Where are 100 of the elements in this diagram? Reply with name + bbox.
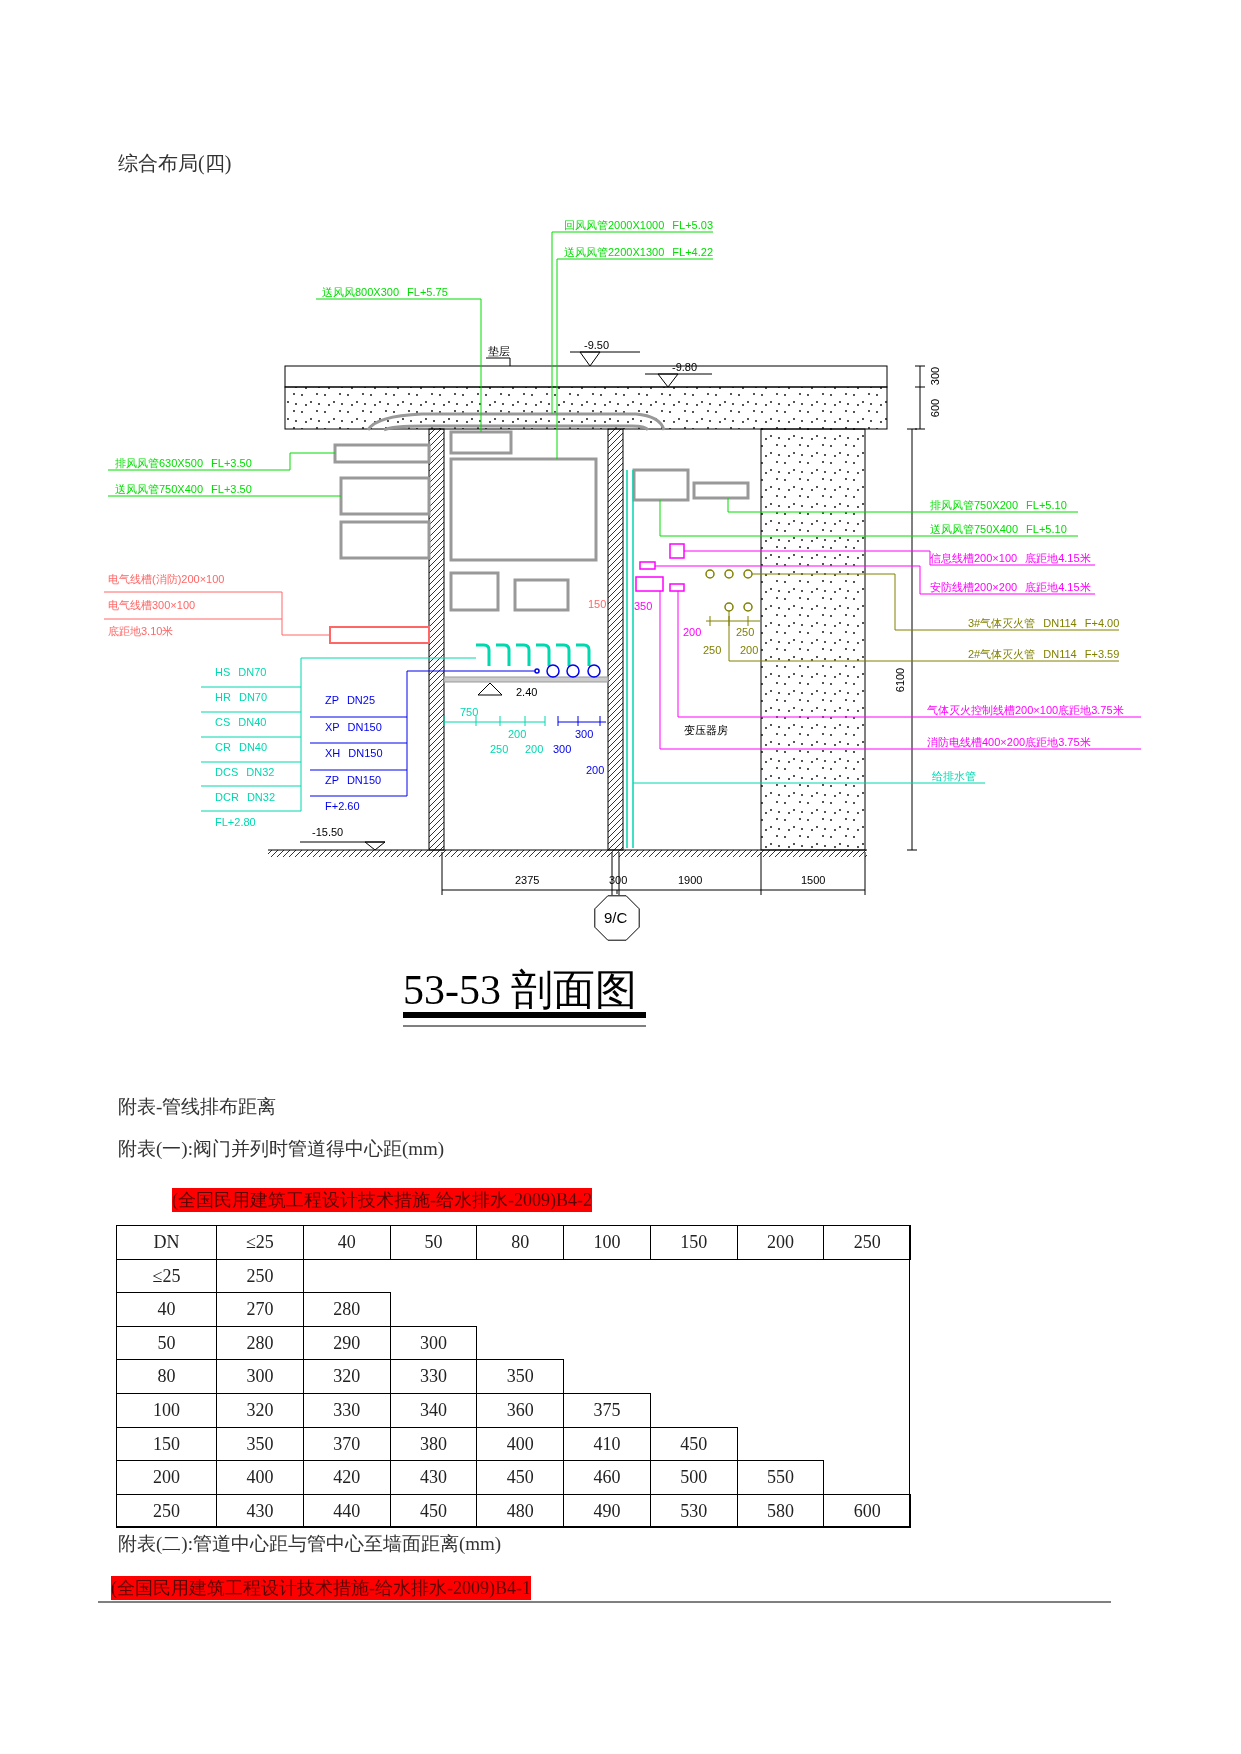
leader-line xyxy=(677,590,1142,718)
cable-tray xyxy=(669,543,685,559)
source-note: (全国民用建筑工程设计技术措施-给水排水-2009)B4-2 xyxy=(172,1188,592,1212)
table-cell: 550 xyxy=(736,1460,825,1495)
table-cell: 350 xyxy=(476,1359,564,1394)
pipe-label: FL+2.80 xyxy=(215,816,257,830)
pipe-label: F+2.60 xyxy=(325,800,361,814)
table-heading: 附表(二):管道中心距与管中心至墙面距离(mm) xyxy=(118,1532,502,1556)
pipe-label: XP DN150 xyxy=(325,720,383,735)
table-cell: 450 xyxy=(649,1426,738,1462)
pipe-section xyxy=(534,664,601,678)
dimension-label: 300 xyxy=(553,743,572,756)
dimension-label: 250 xyxy=(703,644,722,657)
elevation-label: -9.50 xyxy=(584,339,610,352)
layer-label: 垫层 xyxy=(486,345,510,358)
duct-label: 排风风管750X200 FL+5.10 xyxy=(930,499,1067,512)
table-cell: 600 xyxy=(823,1493,911,1529)
cable-tray-label: 信息线槽200×100 底距地4.15米 xyxy=(930,552,1091,565)
duct-label: 送风风800X300 FL+5.75 xyxy=(316,286,448,299)
pipe-label: HR DN70 xyxy=(215,691,269,705)
air-duct xyxy=(692,481,750,500)
leader-line xyxy=(107,495,342,497)
elevation-label: -15.50 xyxy=(312,826,344,839)
pipe-section xyxy=(705,569,753,579)
pipe-label: ZP DN150 xyxy=(325,773,383,788)
pipe-label: CS DN40 xyxy=(215,716,268,730)
dimension-label: 200 xyxy=(683,626,702,639)
table-heading: 附表-管线排布距离 xyxy=(118,1095,277,1119)
leader-line xyxy=(315,298,482,433)
pipe-label: CR DN40 xyxy=(215,741,269,755)
table-cell: 375 xyxy=(563,1393,651,1428)
leader-line xyxy=(654,565,1096,595)
dimension-label: 750 xyxy=(460,706,479,719)
source-note: (全国民用建筑工程设计技术措施-给水排水-2009)B4-1 xyxy=(111,1576,531,1600)
section-title: 53-53 剖面图 xyxy=(403,966,638,1015)
leader-line xyxy=(659,590,1142,750)
pipe-label: DCS DN32 xyxy=(215,766,275,780)
dimension-label: 300 xyxy=(928,366,942,386)
leader-line xyxy=(485,357,511,367)
duct-label: 送风风管750X400 FL+5.10 xyxy=(930,523,1067,536)
duct-label: 回风风管2000X1000 FL+5.03 xyxy=(564,219,713,232)
cable-tray xyxy=(639,561,656,570)
table-heading: 附表(一):阀门并列时管道得中心距(mm) xyxy=(118,1137,445,1161)
cable-tray-label: 消防电线槽400×200底距地3.75米 xyxy=(927,736,1091,749)
dimension-label: 200 xyxy=(525,743,544,756)
pipe-label: DCR DN32 xyxy=(215,791,275,805)
leader-line xyxy=(556,258,714,460)
cable-tray-label: 底距地3.10米 xyxy=(108,625,175,639)
table-cell: 300 xyxy=(389,1325,478,1361)
cable-tray xyxy=(669,583,685,592)
page-title: 综合布局(四) xyxy=(118,151,232,177)
dimension-label: 300 xyxy=(575,728,594,741)
leader-line xyxy=(751,573,1120,631)
table-cell: 250 xyxy=(823,1225,911,1260)
dimension-label: 6100 xyxy=(893,667,907,693)
dimension-label: 200 xyxy=(740,644,759,657)
elevation-label: 2.40 xyxy=(516,686,538,699)
leader-line xyxy=(103,591,331,636)
dimension-label: 350 xyxy=(634,600,653,613)
dimension-label: 200 xyxy=(586,764,605,777)
cable-tray xyxy=(329,626,430,644)
cable-tray-label: 电气线槽300×100 xyxy=(108,599,197,613)
leader-line xyxy=(309,670,536,797)
dimension-label: 300 xyxy=(609,874,628,887)
air-duct xyxy=(449,430,513,455)
pipe-bends xyxy=(474,643,591,668)
leader-line xyxy=(728,610,1120,662)
axis-label: 9/C xyxy=(604,909,628,926)
cable-tray-label: 电气线槽(消防)200×100 xyxy=(108,573,225,587)
pipe-label: XH DN150 xyxy=(325,747,383,761)
air-duct xyxy=(632,468,690,502)
leader-line xyxy=(659,499,1079,537)
pipe-label: 2#气体灭火管 DN114 F+3.59 xyxy=(968,648,1120,661)
leader-line xyxy=(551,231,714,415)
pipe-section xyxy=(724,602,753,612)
dimension-label: 1500 xyxy=(801,874,826,887)
leader-line xyxy=(107,452,336,471)
leader-line xyxy=(727,497,1079,513)
air-duct xyxy=(333,443,431,464)
duct-label: 送风风管750X400 FL+3.50 xyxy=(108,483,252,496)
cable-tray-label: 气体灭火控制线槽200×100底距地3.75米 xyxy=(927,704,1124,717)
duct-label: 送风风管2200X1300 FL+4.22 xyxy=(564,246,713,259)
cable-tray-label: 安防线槽200×200 底距地4.15米 xyxy=(930,581,1091,594)
cable-tray xyxy=(635,576,664,592)
air-duct xyxy=(339,476,431,516)
pipe-label: ZP DN25 xyxy=(325,694,377,708)
pipe-label: HS DN70 xyxy=(215,666,268,680)
drain-pipe xyxy=(626,469,634,849)
dimension-label: 2375 xyxy=(515,874,540,887)
screed-layer xyxy=(284,365,888,388)
room-label: 变压器房 xyxy=(684,724,728,737)
dimension-label: 200 xyxy=(508,728,527,741)
dimension-label: 1900 xyxy=(678,874,703,887)
leader-line xyxy=(683,550,1096,566)
pipe-label: 3#气体灭火管 DN114 F+4.00 xyxy=(968,617,1120,630)
leader-line xyxy=(200,657,477,812)
air-duct xyxy=(366,412,666,432)
dimension-label: 250 xyxy=(490,743,509,756)
dimension-label: 600 xyxy=(928,398,942,418)
duct-label: 排风风管630X500 FL+3.50 xyxy=(108,457,252,470)
